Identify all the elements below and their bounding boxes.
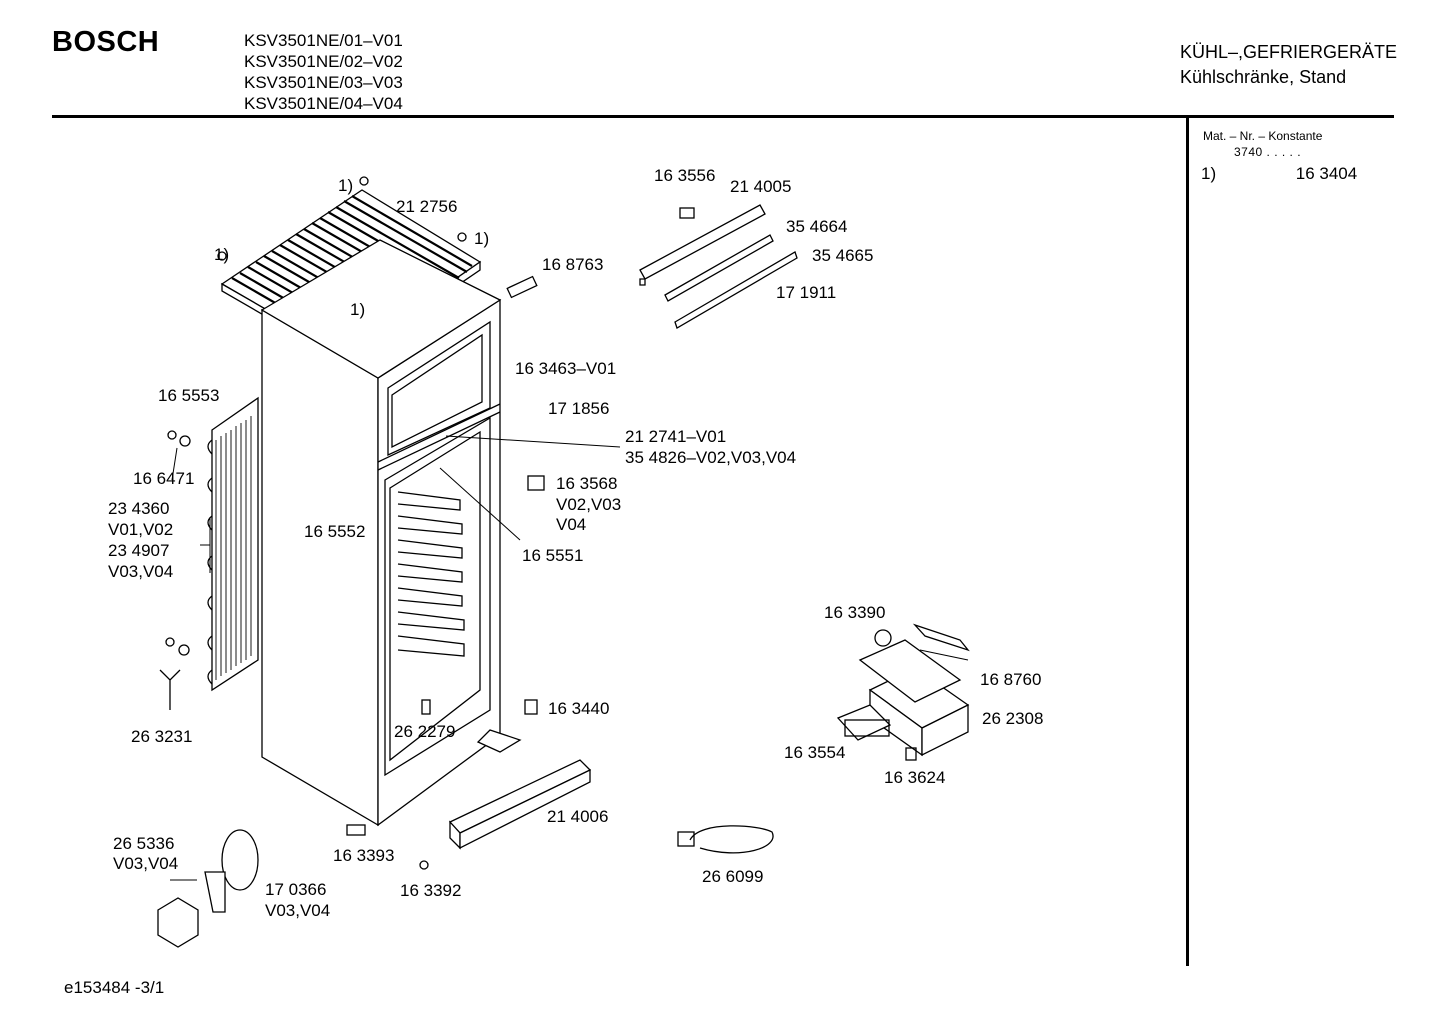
label-170366: 17 0366: [265, 880, 326, 899]
label-212741: 21 2741–V01: [625, 427, 726, 446]
label-214006: 21 4006: [547, 807, 608, 826]
side-panel-constant: 3740 . . . . .: [1234, 145, 1302, 159]
trim-strips: [506, 204, 798, 329]
note-key: 1): [1201, 164, 1217, 183]
back-condenser: [207, 396, 259, 692]
label-163392: 16 3392: [400, 881, 461, 900]
label-163554: 16 3554: [784, 743, 845, 762]
leader-lines: [170, 435, 969, 881]
power-cable: [677, 825, 774, 854]
label-168763: 16 8763: [542, 255, 603, 274]
label-163568: 16 3568: [556, 474, 617, 493]
model-3: KSV3501NE/03–V03: [244, 73, 403, 92]
label-v0304c: V03,V04: [265, 901, 330, 920]
brand-logo: BOSCH: [52, 26, 160, 58]
label-171911: 17 1911: [776, 283, 836, 302]
label-263231: 26 3231: [131, 727, 192, 746]
label-163390: 16 3390: [824, 603, 885, 622]
label-212756: 21 2756: [396, 197, 457, 216]
label-165552: 16 5552: [304, 522, 365, 541]
label-163556: 16 3556: [654, 166, 715, 185]
category-title: KÜHL–,GEFRIERGERÄTE: [1180, 42, 1398, 62]
label-163393: 16 3393: [333, 846, 394, 865]
exploded-parts-diagram: 1) 1) 1) 1) 21 2756 16 3556 21 4005 35 4…: [108, 166, 1043, 948]
label-v0203: V02,V03: [556, 495, 621, 514]
label-note-1d: 1): [350, 300, 365, 319]
label-v04: V04: [556, 515, 586, 534]
fan-assembly: [157, 829, 259, 948]
label-note-1a: 1): [338, 176, 353, 195]
note-value: 16 3404: [1295, 164, 1358, 183]
label-166471: 16 6471: [133, 469, 194, 488]
small-parts: [159, 176, 917, 870]
evaporator-coil: [397, 491, 465, 657]
label-234907: 23 4907: [108, 541, 169, 560]
label-354664: 35 4664: [786, 217, 847, 236]
label-163463: 16 3463–V01: [515, 359, 616, 378]
document-id: e153484 -3/1: [64, 978, 165, 997]
label-262308: 26 2308: [982, 709, 1043, 728]
label-note-1c: 1): [474, 229, 489, 248]
relay-box: [836, 623, 970, 757]
label-266099: 26 6099: [702, 867, 763, 886]
label-171856: 17 1856: [548, 399, 609, 418]
label-165553: 16 5553: [158, 386, 219, 405]
label-168760: 16 8760: [980, 670, 1041, 689]
label-163440: 16 3440: [548, 699, 609, 718]
side-panel-note-row: 1) 16 3404: [1201, 164, 1357, 184]
part-labels: 1) 1) 1) 1) 21 2756 16 3556 21 4005 35 4…: [108, 166, 1043, 920]
category-subtitle: Kühlschränke, Stand: [1180, 67, 1347, 87]
model-4: KSV3501NE/04–V04: [244, 94, 403, 113]
label-265336: 26 5336: [113, 834, 174, 853]
side-panel-divider: [1186, 118, 1189, 966]
model-list: KSV3501NE/01–V01 KSV3501NE/02–V02 KSV350…: [244, 30, 403, 114]
label-214005: 21 4005: [730, 177, 791, 196]
cabinet-body: [260, 239, 522, 827]
label-234360: 23 4360: [108, 499, 169, 518]
model-2: KSV3501NE/02–V02: [244, 52, 403, 71]
header-divider: [52, 115, 1394, 118]
label-v0304a: V03,V04: [108, 562, 173, 581]
label-262279: 26 2279: [394, 722, 455, 741]
side-panel-heading: Mat. – Nr. – Konstante: [1203, 129, 1323, 143]
bottom-grille: [448, 759, 592, 850]
model-1: KSV3501NE/01–V01: [244, 31, 403, 50]
label-v0304b: V03,V04: [113, 854, 178, 873]
label-165551: 16 5551: [522, 546, 583, 565]
category-block: KÜHL–,GEFRIERGERÄTE Kühlschränke, Stand: [1180, 40, 1397, 90]
label-note-1b: 1): [214, 245, 229, 264]
label-163624: 16 3624: [884, 768, 945, 787]
label-v0102: V01,V02: [108, 520, 173, 539]
label-354826: 35 4826–V02,V03,V04: [625, 448, 796, 467]
label-354665: 35 4665: [812, 246, 873, 265]
